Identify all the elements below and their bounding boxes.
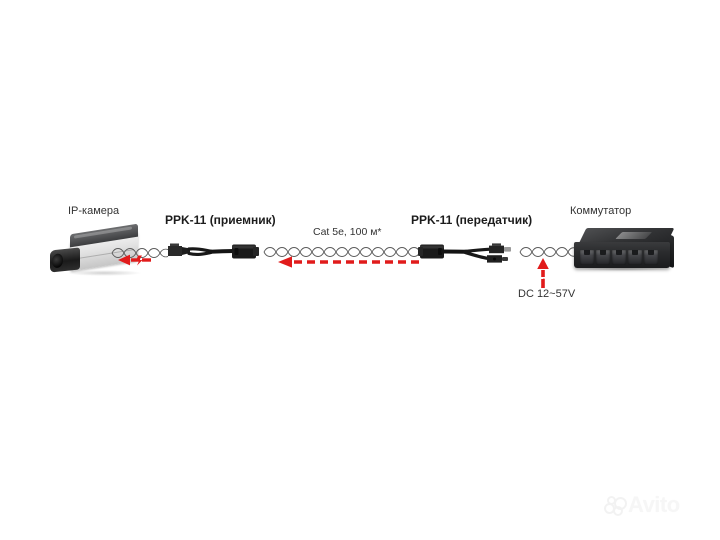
switch-port: [596, 250, 610, 265]
switch-port: [628, 250, 642, 265]
label-cat5e-cable: Cat 5e, 100 м*: [313, 226, 382, 238]
label-ppk11-transmitter: PPK-11 (передатчик): [411, 213, 533, 227]
switch-port-row: [580, 250, 664, 265]
avito-watermark: Avito: [604, 492, 680, 518]
avito-watermark-text: Avito: [628, 492, 680, 517]
ppk11-transmitter-device: [418, 238, 524, 272]
label-ip-camera: IP-камера: [68, 205, 120, 217]
ip-camera-device: [48, 223, 144, 278]
power-flow-arrow-camera: [118, 254, 154, 266]
label-dc-power: DC 12~57V: [518, 288, 576, 300]
ip-camera-lens-glass: [52, 253, 63, 269]
avito-dots-icon: [604, 496, 627, 516]
switch-port: [644, 250, 658, 265]
switch-shadow: [578, 267, 668, 271]
switch-brand-logo: [615, 232, 653, 239]
twisted-pair-transmitter-to-switch: [519, 246, 579, 258]
ip-camera-lens: [50, 247, 80, 273]
twisted-pair-cat5e-run: [263, 246, 421, 258]
switch-port: [580, 250, 594, 265]
ppk11-receiver-device: [166, 238, 262, 266]
label-switch: Коммутатор: [570, 205, 632, 217]
ip-camera-shadow: [66, 270, 142, 276]
twisted-pair-camera-to-receiver: [111, 247, 169, 259]
label-ppk11-receiver: PPK-11 (приемник): [165, 213, 276, 227]
switch-port: [612, 250, 626, 265]
dc-power-arrow: [536, 258, 550, 288]
power-flow-arrow-cat5e: [278, 256, 424, 268]
network-switch-device: [574, 228, 678, 280]
